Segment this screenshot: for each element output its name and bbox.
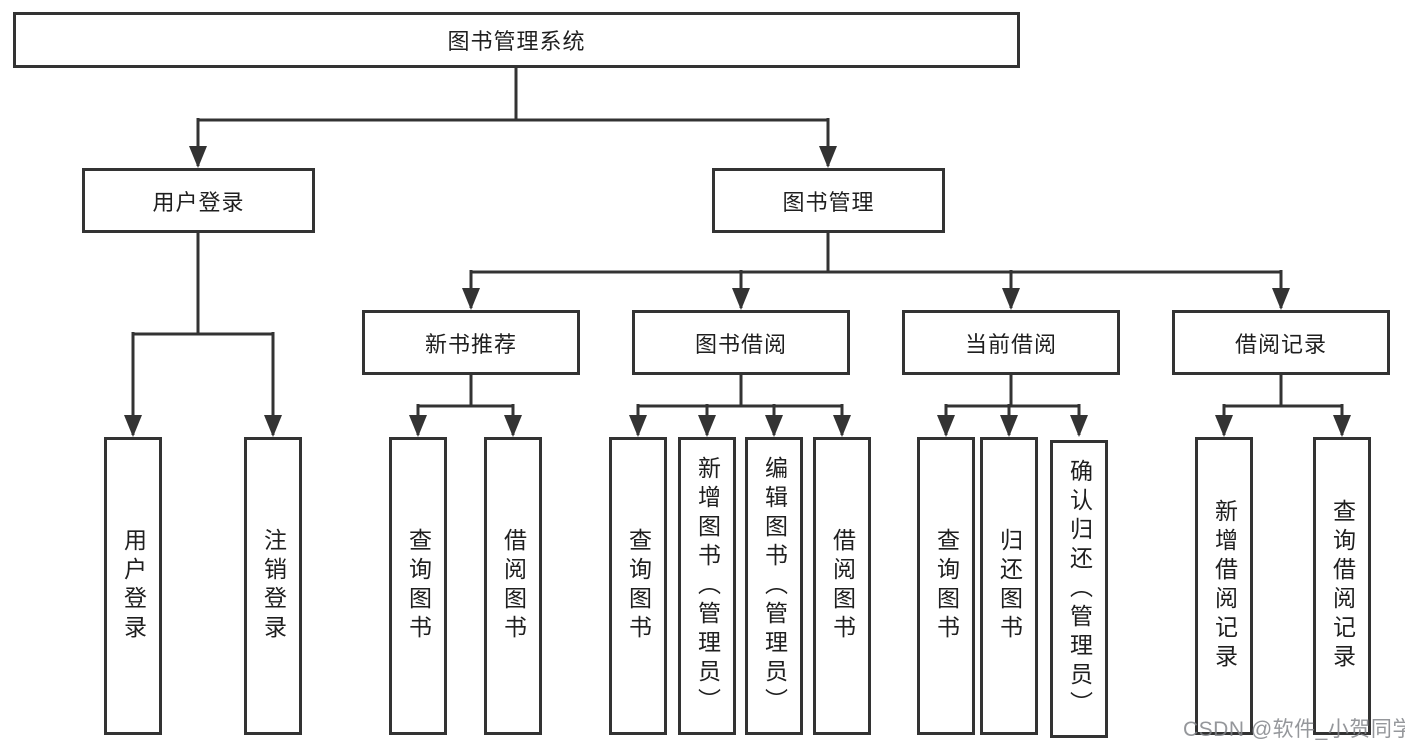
node-label: 新书推荐 bbox=[424, 331, 517, 357]
leaf-label: 确认归还（管理员） bbox=[1066, 458, 1093, 720]
leaf-logout: 注销登录 bbox=[244, 437, 302, 735]
leaf-label: 新增图书（管理员） bbox=[694, 455, 721, 717]
leaf-query-books-current: 查询图书 bbox=[917, 437, 975, 735]
leaf-label: 查询借阅记录 bbox=[1329, 499, 1356, 673]
leaf-add-books-admin: 新增图书（管理员） bbox=[678, 437, 736, 735]
node-borrowing-records: 借阅记录 bbox=[1172, 310, 1390, 375]
node-label: 图书借阅 bbox=[694, 331, 787, 357]
node-label: 当前借阅 bbox=[964, 331, 1057, 357]
node-book-management: 图书管理 bbox=[712, 168, 945, 233]
leaf-label: 查询图书 bbox=[405, 528, 432, 644]
node-current-borrowing: 当前借阅 bbox=[902, 310, 1120, 375]
leaf-label: 借阅图书 bbox=[500, 528, 527, 644]
leaf-add-borrow-record: 新增借阅记录 bbox=[1195, 437, 1253, 735]
leaf-user-login: 用户登录 bbox=[104, 437, 162, 735]
leaf-borrow-books-recommend: 借阅图书 bbox=[484, 437, 542, 735]
leaf-label: 新增借阅记录 bbox=[1211, 499, 1238, 673]
node-label: 图书管理系统 bbox=[447, 29, 586, 54]
leaf-borrow-books-borrowing: 借阅图书 bbox=[813, 437, 871, 735]
node-book-borrowing: 图书借阅 bbox=[632, 310, 850, 375]
leaf-query-books-recommend: 查询图书 bbox=[389, 437, 447, 735]
leaf-label: 归还图书 bbox=[996, 528, 1023, 644]
watermark: CSDN @软件_小贺同学 bbox=[1183, 718, 1405, 741]
node-label: 图书管理 bbox=[782, 189, 875, 215]
node-label: 用户登录 bbox=[152, 189, 245, 215]
node-library-system: 图书管理系统 bbox=[13, 12, 1020, 68]
node-user-login: 用户登录 bbox=[82, 168, 315, 233]
leaf-query-books-borrowing: 查询图书 bbox=[609, 437, 667, 735]
leaf-label: 注销登录 bbox=[260, 528, 287, 644]
leaf-label: 借阅图书 bbox=[829, 528, 856, 644]
leaf-edit-books-admin: 编辑图书（管理员） bbox=[745, 437, 803, 735]
node-new-book-recommendation: 新书推荐 bbox=[362, 310, 580, 375]
leaf-label: 查询图书 bbox=[625, 528, 652, 644]
leaf-label: 编辑图书（管理员） bbox=[761, 455, 788, 717]
leaf-label: 查询图书 bbox=[933, 528, 960, 644]
node-label: 借阅记录 bbox=[1234, 331, 1327, 357]
leaf-return-books: 归还图书 bbox=[980, 437, 1038, 735]
leaf-confirm-return-admin: 确认归还（管理员） bbox=[1050, 440, 1108, 738]
leaf-query-borrow-record: 查询借阅记录 bbox=[1313, 437, 1371, 735]
leaf-label: 用户登录 bbox=[120, 528, 147, 644]
